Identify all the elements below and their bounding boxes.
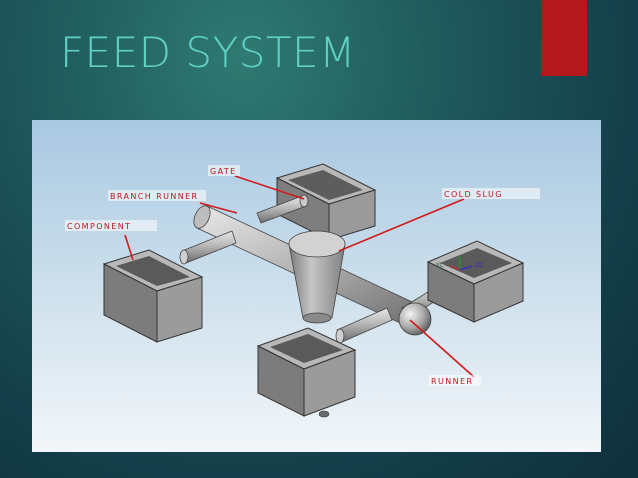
- axis-label-yc: YC: [435, 262, 444, 269]
- leader-runner: [409, 319, 475, 378]
- accent-bar: [541, 0, 587, 76]
- leader-cold-slug: [338, 198, 465, 252]
- axis-label-zc: ZC: [475, 262, 483, 269]
- component-back: [275, 163, 377, 241]
- leader-component: [124, 234, 134, 261]
- leader-branch-runner: [199, 202, 238, 214]
- component-front: [256, 327, 357, 418]
- label-component: COMPONENT: [67, 222, 131, 231]
- branch-runner-front: [335, 307, 393, 344]
- branch-runner-back: [256, 194, 309, 224]
- label-branch-runner: BRANCH RUNNER: [110, 192, 199, 201]
- feed-system-figure: YC ZC GATE BRANCH RUNNER COMPONENT COLD …: [32, 120, 601, 452]
- sprue: [288, 230, 346, 324]
- label-cold-slug: COLD SLUG: [444, 190, 503, 199]
- component-left: [102, 249, 204, 343]
- label-gate: GATE: [210, 167, 237, 176]
- leader-gate: [234, 175, 305, 200]
- cold-slug-ball: [398, 302, 432, 336]
- coordinate-axes: YC ZC: [435, 256, 483, 271]
- branch-runner-left: [179, 230, 237, 265]
- leader-lines: [124, 175, 475, 378]
- component-right: [426, 240, 525, 323]
- slide-title: FEED SYSTEM: [60, 28, 356, 77]
- label-runner: RUNNER: [431, 377, 473, 386]
